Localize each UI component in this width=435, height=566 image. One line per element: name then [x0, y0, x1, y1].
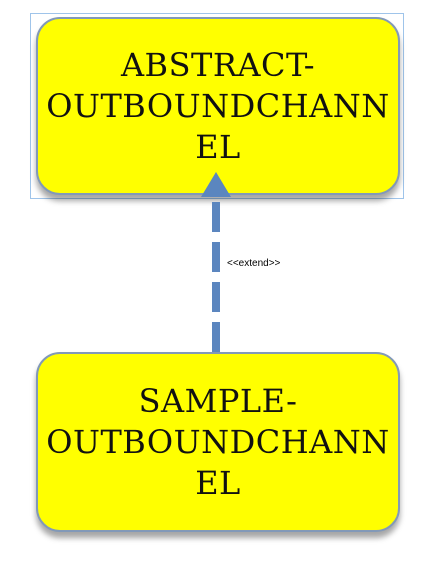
selection-frame [30, 13, 404, 199]
node-label-line-2: OUTBOUNDCHANN [46, 86, 390, 125]
node-label-line-1: ABSTRACT- [120, 45, 316, 84]
node-label-line-1: SAMPLE- [138, 381, 298, 420]
node-label-line-3: EL [195, 463, 241, 502]
node-label-line-2: OUTBOUNDCHANN [46, 422, 390, 461]
extend-arrowhead-icon [201, 172, 231, 197]
sample-outbound-channel-node[interactable]: SAMPLE- OUTBOUNDCHANN EL [36, 352, 400, 532]
extend-label: <<extend>> [227, 258, 281, 269]
node-label-line-3: EL [195, 127, 241, 166]
